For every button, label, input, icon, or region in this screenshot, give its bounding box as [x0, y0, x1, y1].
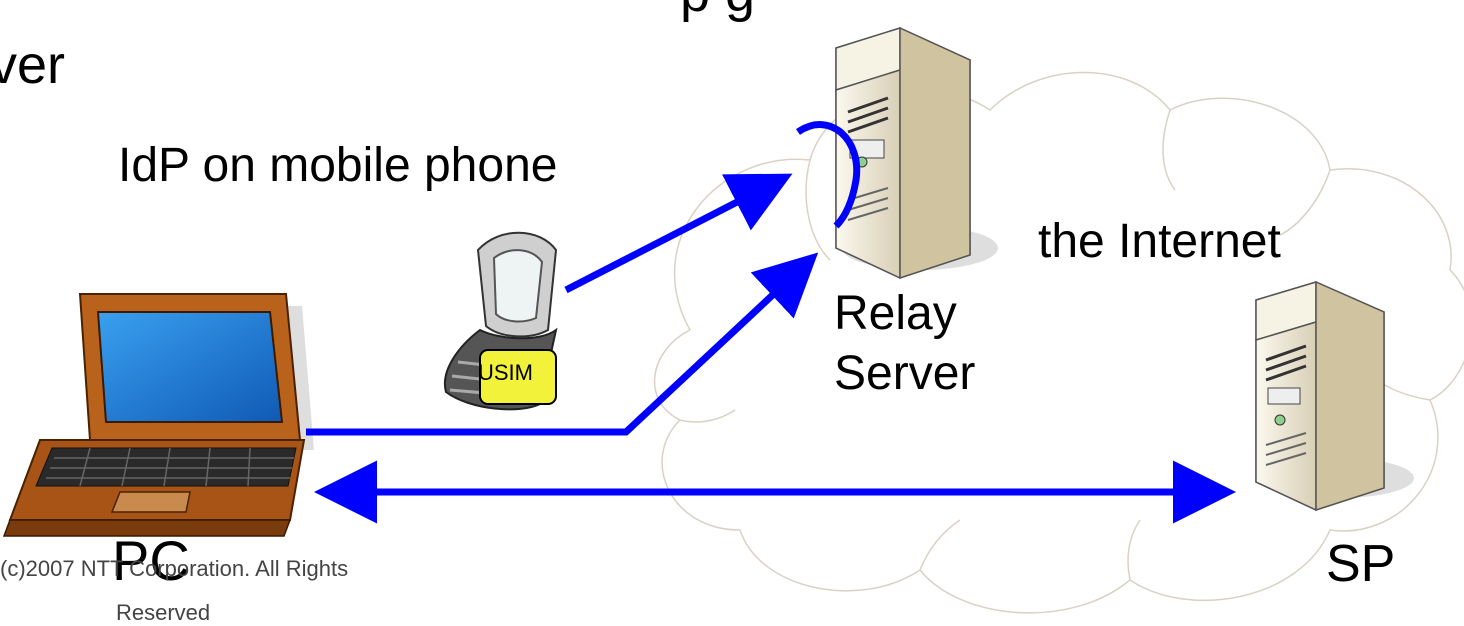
relay-loop-arc: [796, 121, 861, 229]
arrow-pc-to-relay: [306, 252, 819, 436]
sp-label: SP: [1326, 535, 1396, 593]
copyright-line2: Reserved: [116, 600, 211, 625]
usim-label: USIM: [478, 360, 533, 385]
sp-server-icon: [1255, 280, 1414, 512]
relay-server-label: Server: [834, 347, 976, 400]
laptop-icon: [2, 293, 314, 537]
internet-label: the Internet: [1038, 215, 1281, 268]
top-partial-label: p g: [680, 0, 755, 24]
relay-label: Relay: [834, 287, 957, 340]
arrow-phone-to-relay: [564, 173, 793, 294]
pc-label: PC: [112, 529, 190, 592]
idp-label: IdP on mobile phone: [118, 139, 558, 192]
server-partial-label: rver: [0, 35, 65, 95]
relay-server-icon: [835, 26, 998, 280]
copyright-line1: (c)2007 NTT Corporation. All Rights: [0, 556, 349, 581]
usim-card: [479, 349, 557, 405]
